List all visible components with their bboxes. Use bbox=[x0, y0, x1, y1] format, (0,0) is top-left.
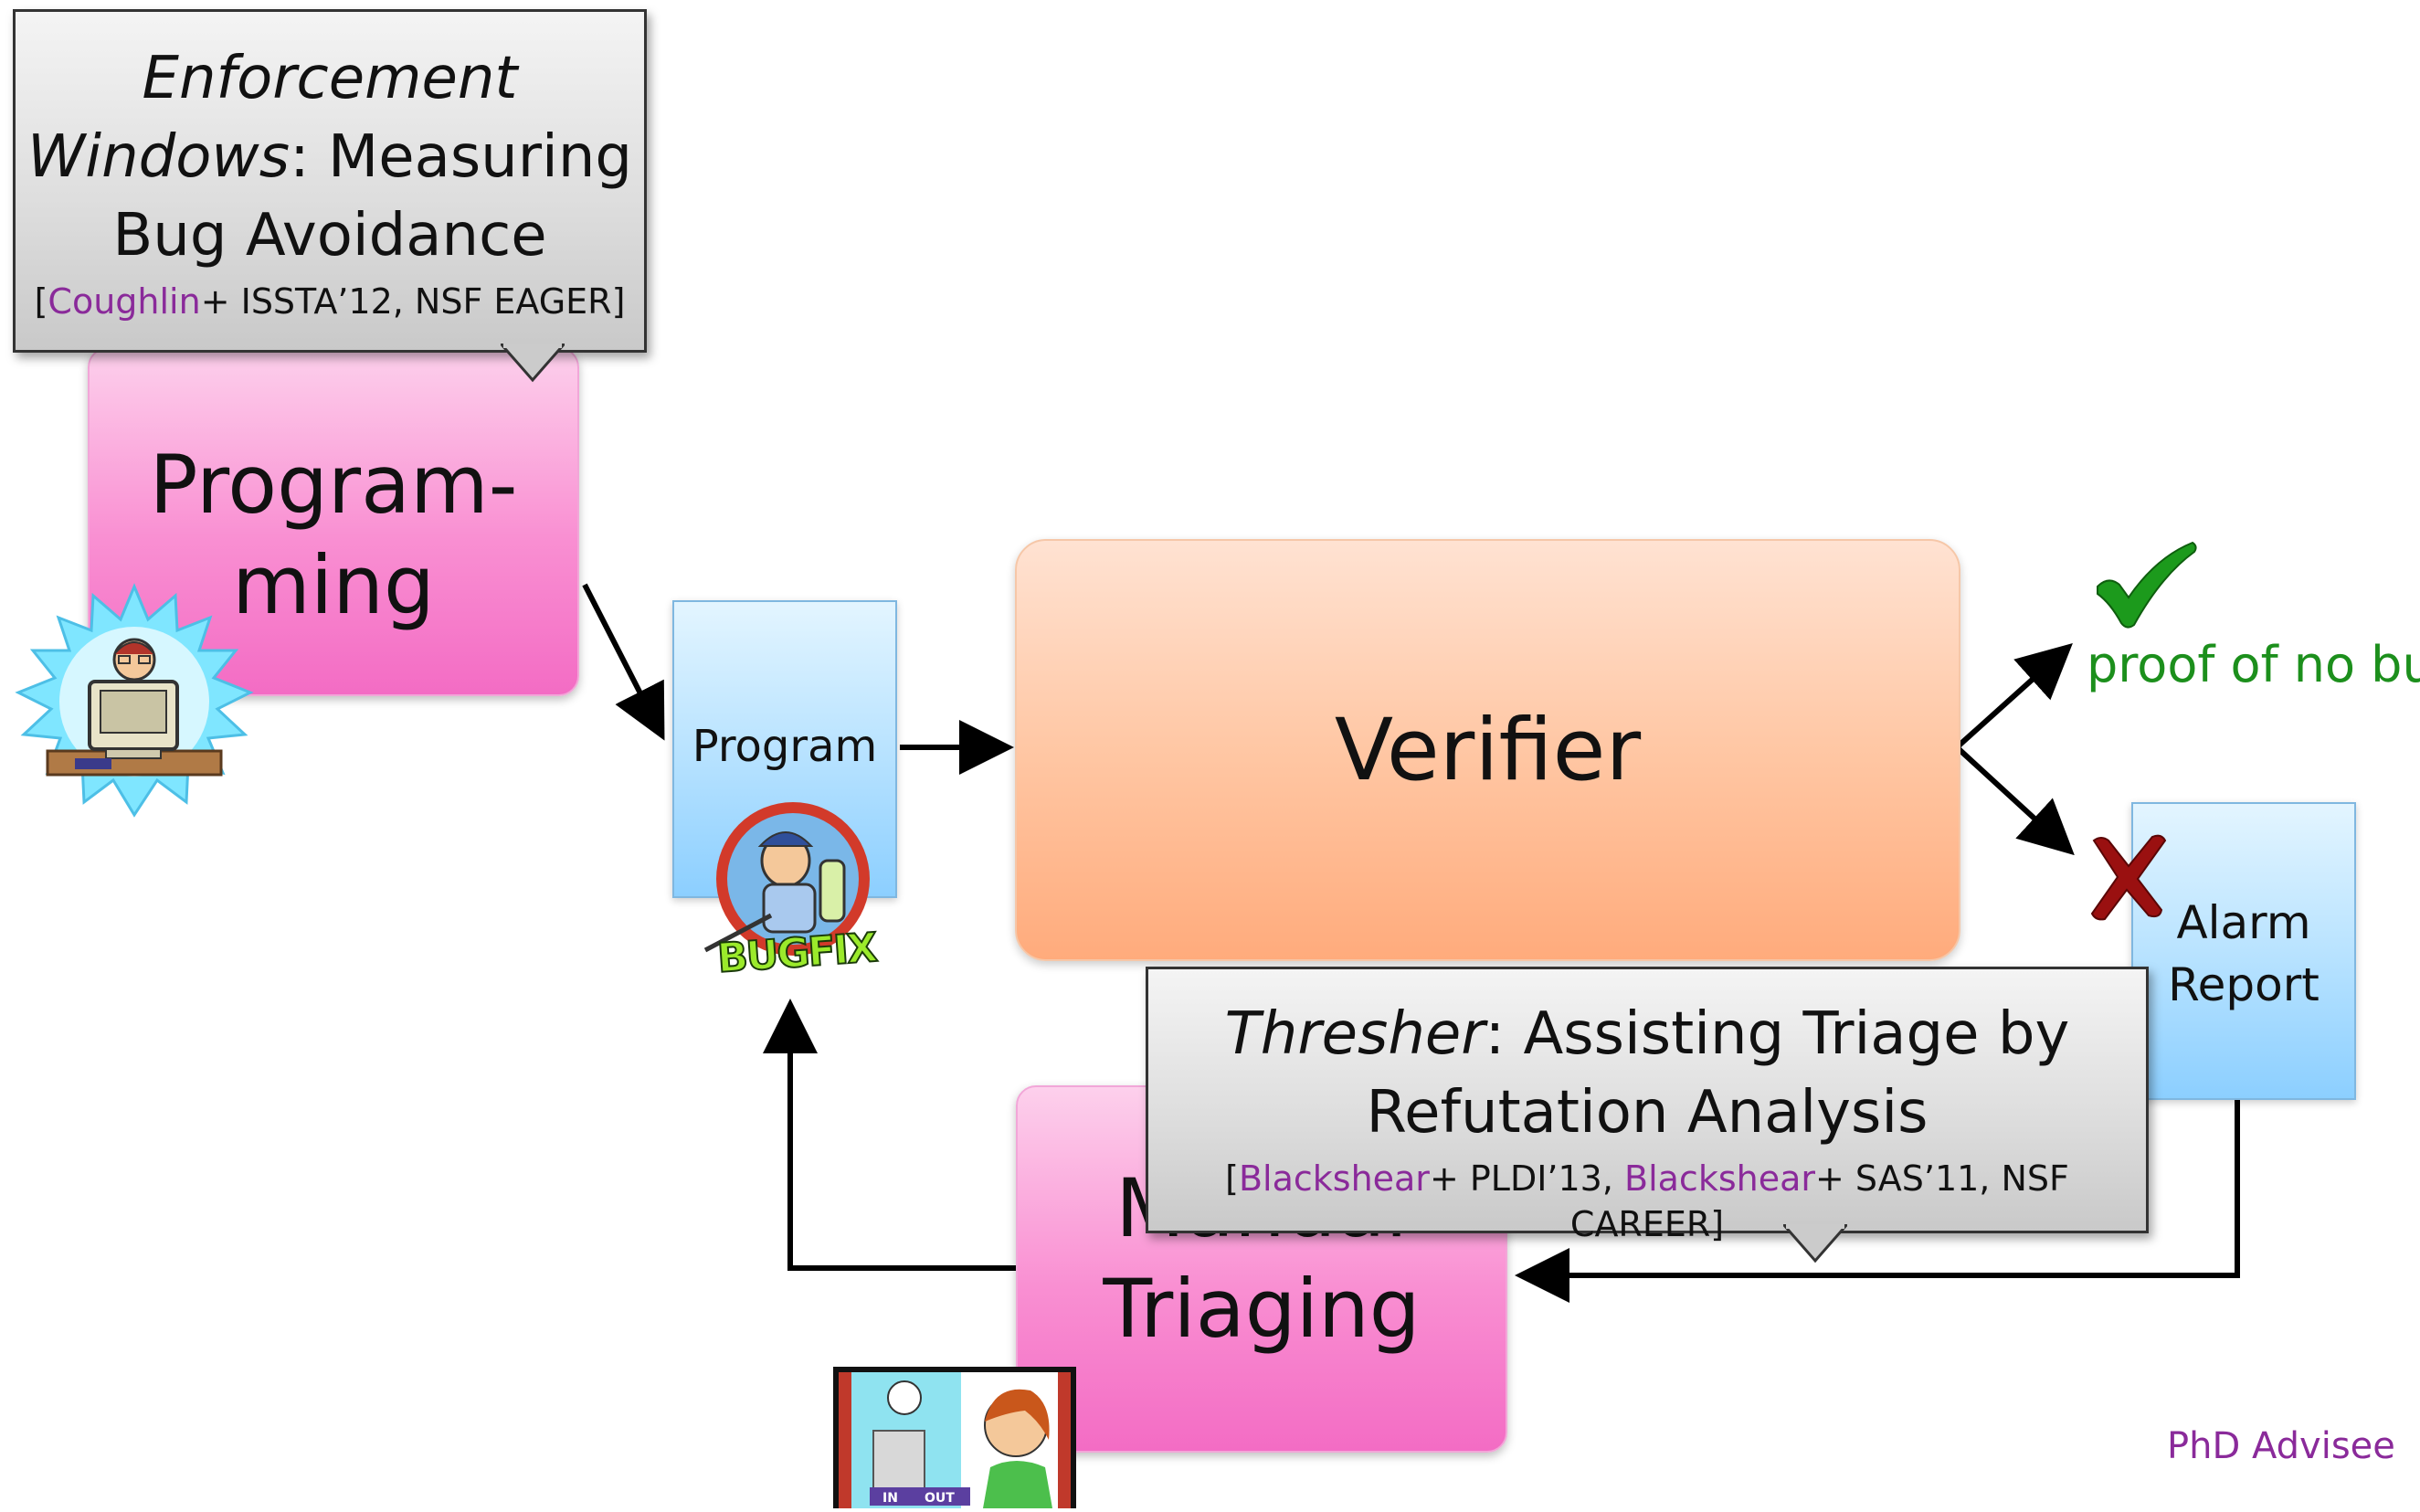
callout-top-line2: Windows: Measuring bbox=[27, 123, 632, 191]
inbox-in-label: IN bbox=[882, 1491, 898, 1506]
callout-top-line3: Bug Avoidance bbox=[112, 202, 547, 270]
callout-top-pointer bbox=[501, 344, 565, 383]
alarm-line2: Report bbox=[2168, 958, 2320, 1011]
program-label: Program bbox=[692, 721, 878, 772]
person-with-inbox-icon: IN OUT bbox=[833, 1367, 1076, 1508]
callout-bottom-line2: Refutation Analysis bbox=[1366, 1079, 1929, 1147]
programming-box: Program- ming bbox=[88, 347, 579, 696]
alarm-line1: Alarm bbox=[2176, 896, 2311, 949]
checkmark-icon bbox=[2092, 539, 2202, 630]
arrow-verifier-to-proof bbox=[1954, 642, 2073, 750]
citation-author: Blackshear bbox=[1238, 1158, 1430, 1199]
callout-enforcement-windows: Enforcement Windows: Measuring Bug Avoid… bbox=[13, 9, 647, 353]
arrow-verifier-to-alarm bbox=[1954, 745, 2075, 856]
callout-top-line1: Enforcement bbox=[142, 45, 518, 112]
callout-bottom-citation: [Blackshear+ PLDI’13, Blackshear+ SAS’11… bbox=[1225, 1158, 2069, 1244]
proof-of-no-bug-label: proof of no bug bbox=[2087, 636, 2420, 693]
arrow-triaging-to-program bbox=[763, 999, 1016, 1271]
programming-line2: ming bbox=[232, 538, 435, 632]
programming-line1: Program- bbox=[149, 438, 518, 532]
citation-author: Blackshear bbox=[1624, 1158, 1815, 1199]
callout-bottom-line1: Thresher: Assisting Triage by bbox=[1224, 1000, 2070, 1068]
verifier-box: Verifier bbox=[1015, 539, 1960, 961]
x-mark-icon bbox=[2088, 833, 2167, 921]
callout-top-citation: [Coughlin+ ISSTA’12, NSF EAGER] bbox=[34, 281, 626, 322]
citation-author: Coughlin bbox=[48, 281, 201, 322]
programmer-at-computer-icon bbox=[11, 583, 258, 822]
phd-advisee-label: PhD Advisee bbox=[2167, 1425, 2395, 1467]
triaging-line2: Triaging bbox=[1103, 1262, 1421, 1356]
callout-bottom-pointer bbox=[1783, 1224, 1847, 1264]
verifier-label: Verifier bbox=[1334, 700, 1642, 800]
alarm-report-document: Alarm Report bbox=[2131, 802, 2356, 1100]
callout-thresher: Thresher: Assisting Triage by Refutation… bbox=[1146, 967, 2149, 1244]
inbox-out-label: OUT bbox=[925, 1491, 955, 1506]
arrow-programming-to-program bbox=[582, 583, 665, 741]
arrow-alarm-to-triaging bbox=[1515, 1094, 2240, 1303]
bugfix-exterminator-icon: BUGFIX bbox=[687, 797, 882, 989]
